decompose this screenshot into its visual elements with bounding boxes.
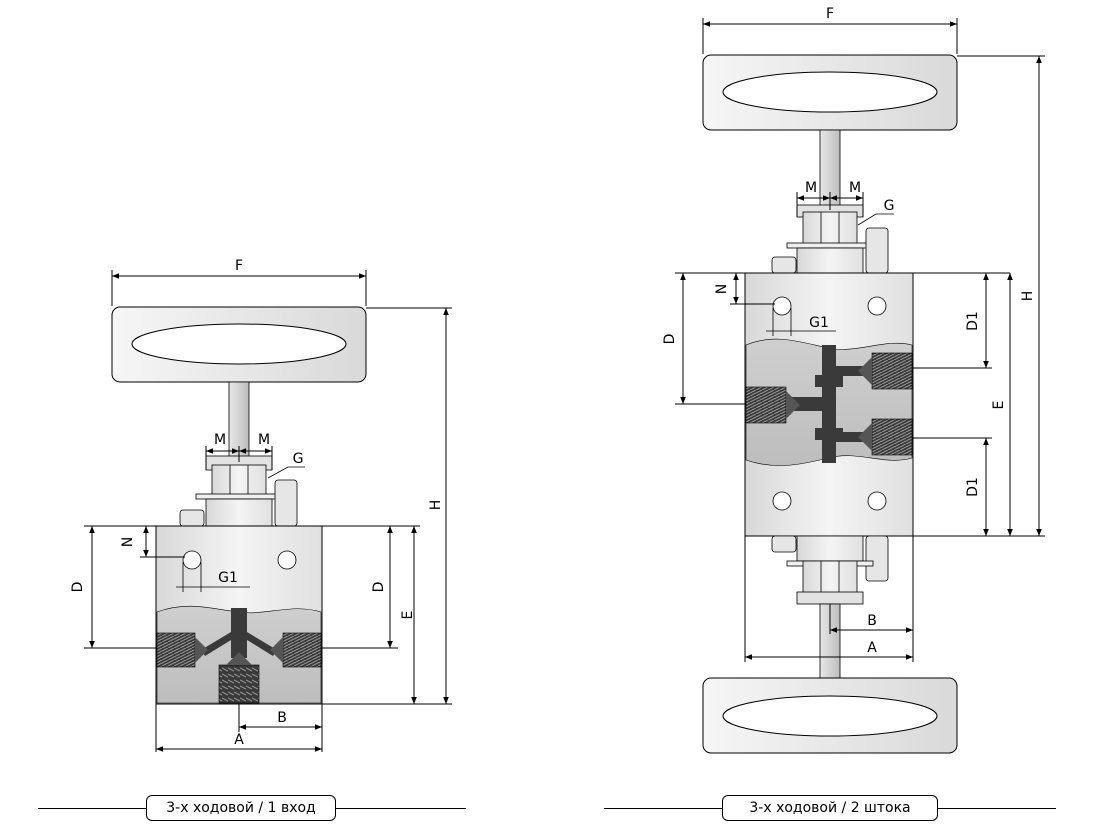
right-bolt-top-1 — [771, 256, 797, 274]
right-dim-D1-bottom: D1 — [965, 477, 981, 497]
left-port-left — [156, 632, 196, 668]
left-dim-A: A — [234, 732, 244, 748]
left-dim-F: F — [235, 258, 243, 274]
left-caption: 3-х ходовой / 1 вход — [146, 795, 336, 821]
right-dim-A: A — [867, 640, 877, 656]
left-dim-E: E — [400, 611, 416, 620]
left-dim-N: N — [120, 537, 136, 547]
left-port-right — [282, 632, 322, 668]
left-dim-G: G — [293, 451, 304, 467]
right-dim-G: G — [884, 198, 895, 214]
right-dim-B: B — [867, 613, 877, 629]
right-hole-2 — [867, 296, 887, 316]
right-port-left — [745, 386, 787, 424]
right-bolt-bottom-1 — [771, 535, 797, 553]
right-nut-top — [802, 211, 858, 249]
left-dim-M2: M — [258, 432, 270, 448]
left-diagram: F M M G N G1 D D E — [70, 258, 452, 752]
right-nut-bottom — [802, 560, 858, 598]
left-bolt-1 — [179, 509, 205, 527]
right-hole-1 — [772, 296, 792, 316]
right-packing-top — [786, 242, 874, 249]
right-dim-D: D — [662, 334, 678, 345]
left-packing — [195, 493, 283, 500]
left-dim-H: H — [428, 500, 444, 511]
left-bolt-2 — [274, 479, 298, 527]
right-bolt-bottom-2 — [865, 535, 889, 582]
left-hole-2 — [277, 550, 297, 570]
right-bolt-top-2 — [865, 227, 889, 274]
right-dim-F: F — [826, 6, 834, 22]
right-handle-bottom-slot — [722, 695, 938, 737]
left-handle-slot — [131, 323, 347, 365]
right-dim-M1: M — [805, 180, 817, 196]
right-dim-E: E — [991, 401, 1007, 410]
left-bonnet-lower — [205, 498, 273, 527]
right-hole-3 — [772, 491, 792, 511]
right-bonnet-top-lower — [796, 247, 864, 274]
right-dim-N: N — [714, 284, 730, 294]
right-port-bottom-right — [871, 418, 913, 456]
right-center-channel — [822, 345, 836, 463]
left-port-bottom — [218, 664, 260, 704]
right-dim-M2: M — [849, 180, 861, 196]
right-hole-4 — [867, 491, 887, 511]
right-dim-H: H — [1020, 291, 1036, 302]
right-dim-G1: G1 — [809, 315, 829, 331]
left-hole-1 — [182, 550, 202, 570]
right-caption: 3-х ходовой / 2 штока — [722, 795, 938, 821]
right-port-top-right — [871, 352, 913, 390]
right-handle-top-slot — [722, 71, 938, 113]
left-dim-D-right: D — [371, 582, 387, 593]
right-diagram: F M M G N G1 D D1 D1 — [662, 6, 1045, 754]
left-dim-B: B — [277, 710, 287, 726]
right-dim-D1-top: D1 — [965, 311, 981, 331]
left-dim-G1: G1 — [218, 570, 238, 586]
left-dim-M1: M — [214, 432, 226, 448]
left-dim-D-left: D — [70, 582, 86, 593]
right-bonnet-bottom — [796, 535, 864, 562]
left-center-channel — [231, 608, 247, 658]
